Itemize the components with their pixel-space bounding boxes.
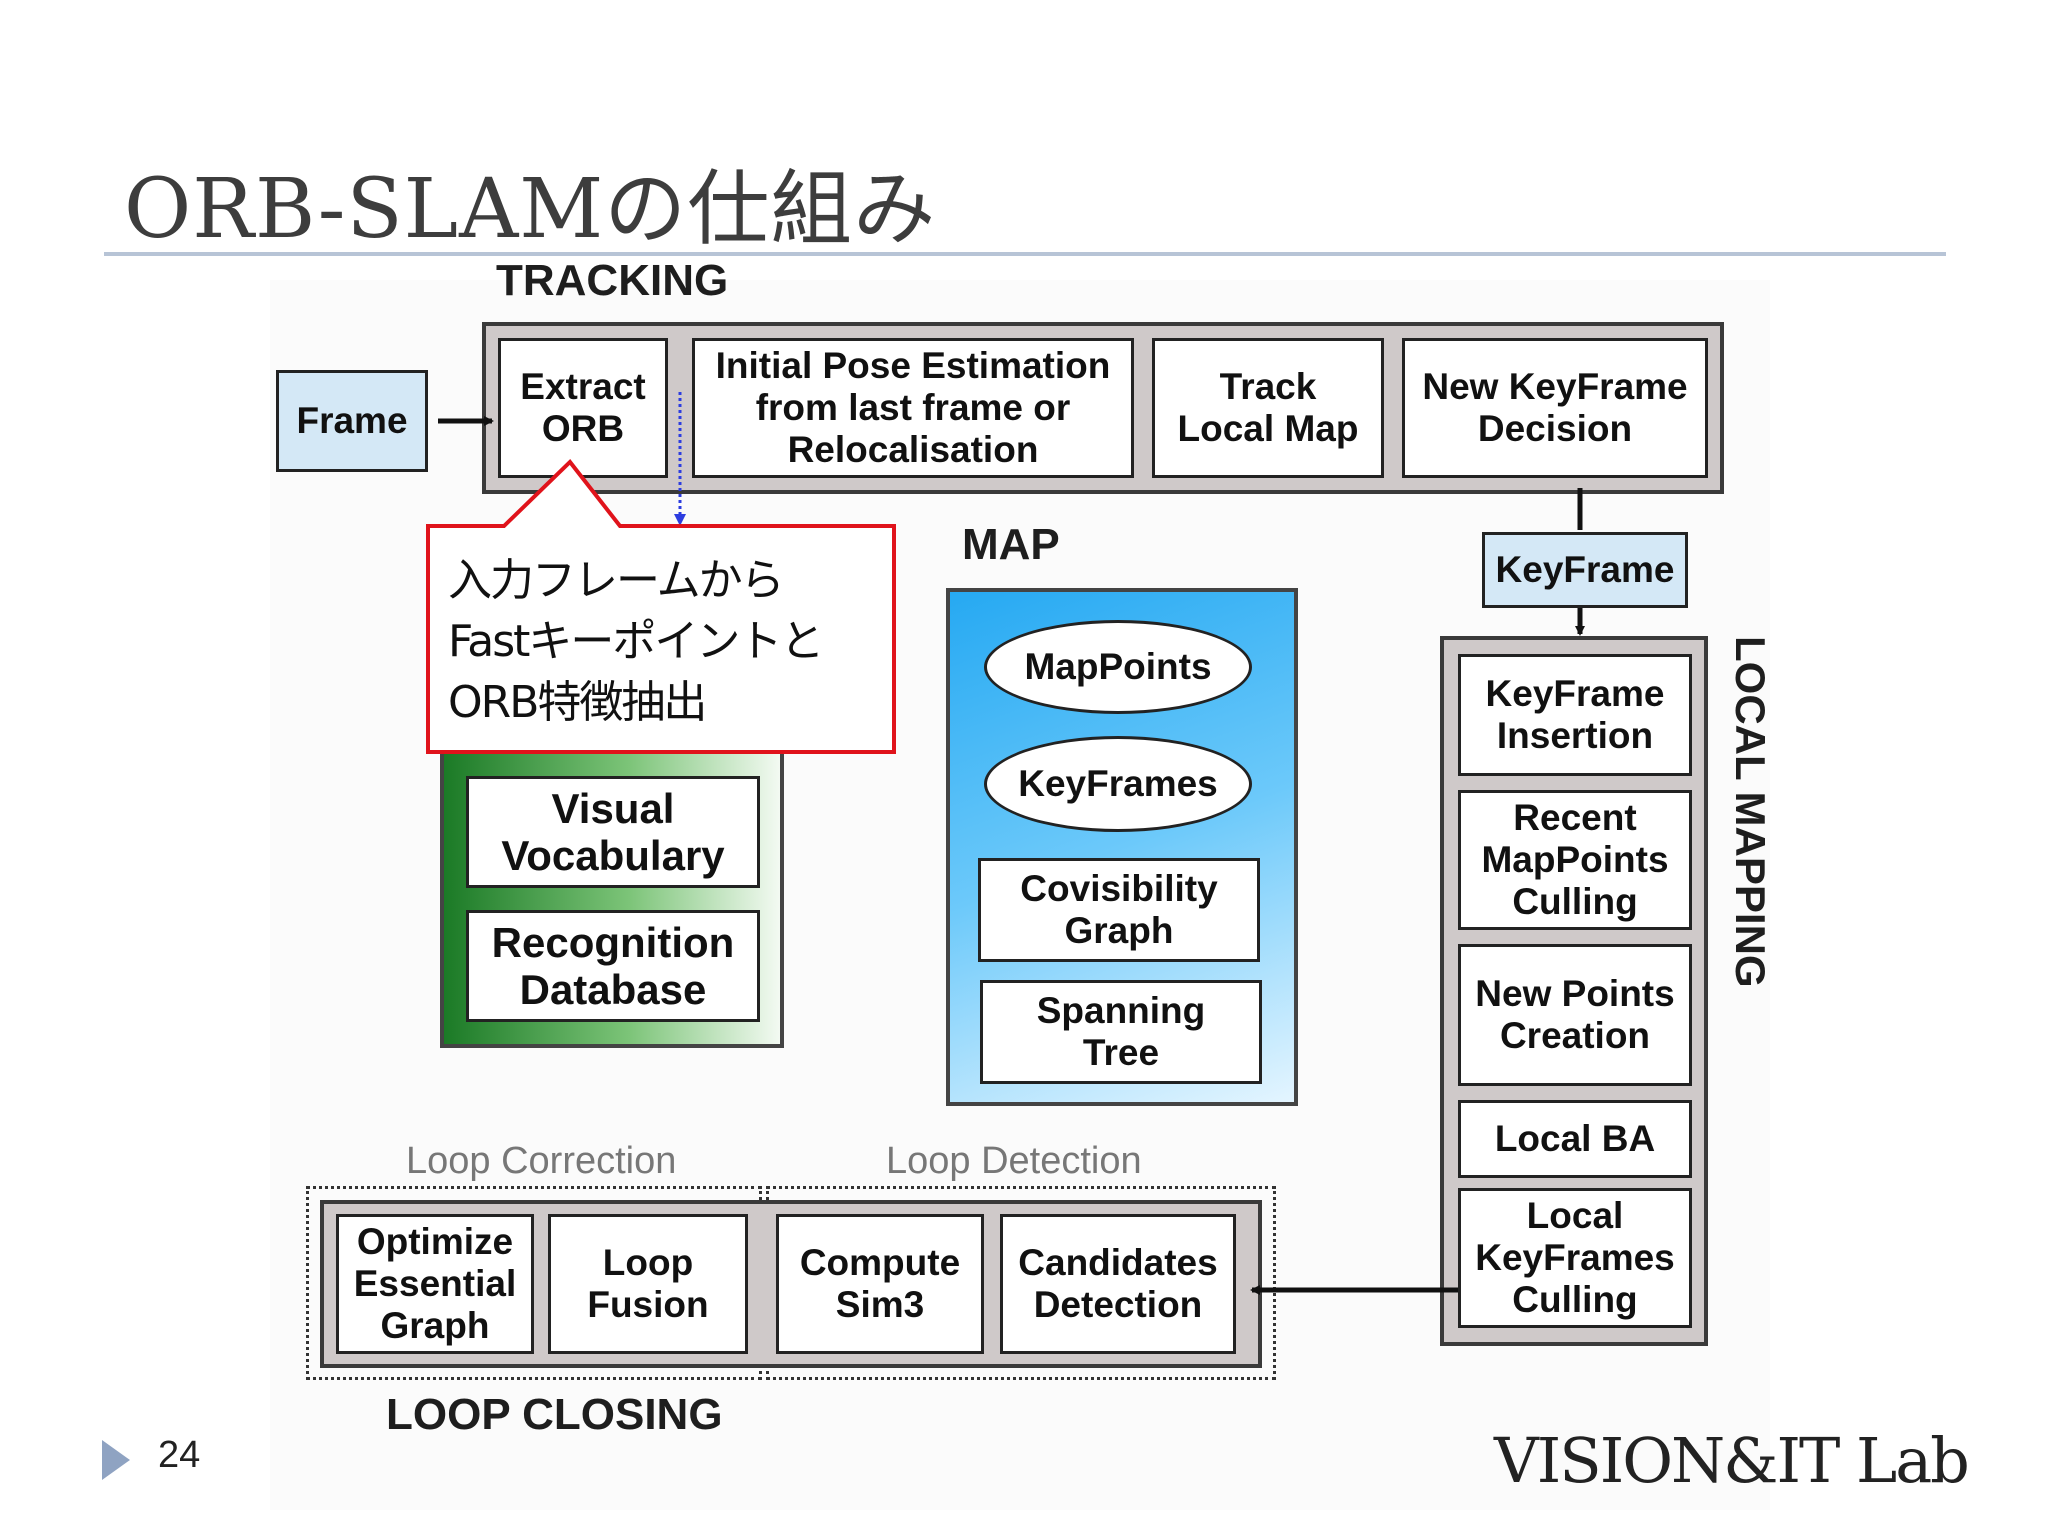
new-points-creation-box: New Points Creation: [1458, 944, 1692, 1086]
initial-pose-estimation-box: Initial Pose Estimation from last frame …: [692, 338, 1134, 478]
covisibility-graph-box: Covisibility Graph: [978, 858, 1260, 962]
local-mapping-label: LOCAL MAPPING: [1727, 636, 1774, 988]
tracking-label: TRACKING: [496, 256, 729, 305]
keyframes-ellipse: KeyFrames: [984, 736, 1252, 832]
page-number: 24: [158, 1434, 201, 1476]
new-keyframe-decision-box: New KeyFrame Decision: [1402, 338, 1708, 478]
recent-mappoints-culling-box: Recent MapPoints Culling: [1458, 790, 1692, 930]
callout-text: 入力フレームから Fastキーポイントと ORB特徴抽出: [448, 555, 824, 728]
local-keyframes-culling-box: Local KeyFrames Culling: [1458, 1188, 1692, 1328]
map-label: MAP: [962, 520, 1060, 569]
track-local-map-box: Track Local Map: [1152, 338, 1384, 478]
loop-fusion-box: Loop Fusion: [548, 1214, 748, 1354]
loop-correction-label: Loop Correction: [406, 1140, 677, 1182]
loop-detection-label: Loop Detection: [886, 1140, 1142, 1182]
spanning-tree-box: Spanning Tree: [980, 980, 1262, 1084]
visual-vocabulary-box: Visual Vocabulary: [466, 776, 760, 888]
keyframe-box: KeyFrame: [1482, 532, 1688, 608]
keyframe-insertion-box: KeyFrame Insertion: [1458, 654, 1692, 776]
compute-sim3-box: Compute Sim3: [776, 1214, 984, 1354]
slide-title: ORB-SLAMの仕組み: [124, 162, 937, 257]
mappoints-ellipse: MapPoints: [984, 620, 1252, 714]
local-ba-box: Local BA: [1458, 1100, 1692, 1178]
candidates-detection-box: Candidates Detection: [1000, 1214, 1236, 1354]
recognition-database-box: Recognition Database: [466, 910, 760, 1022]
loop-closing-label: LOOP CLOSING: [386, 1390, 723, 1439]
title-underline: [104, 252, 1946, 256]
frame-box: Frame: [276, 370, 428, 472]
optimize-essential-graph-box: Optimize Essential Graph: [336, 1214, 534, 1354]
vision-it-lab-logo: VISION&IT Lab: [1494, 1424, 1970, 1497]
extract-orb-box: Extract ORB: [498, 338, 668, 478]
slide-bullet-triangle-icon: [102, 1440, 130, 1480]
